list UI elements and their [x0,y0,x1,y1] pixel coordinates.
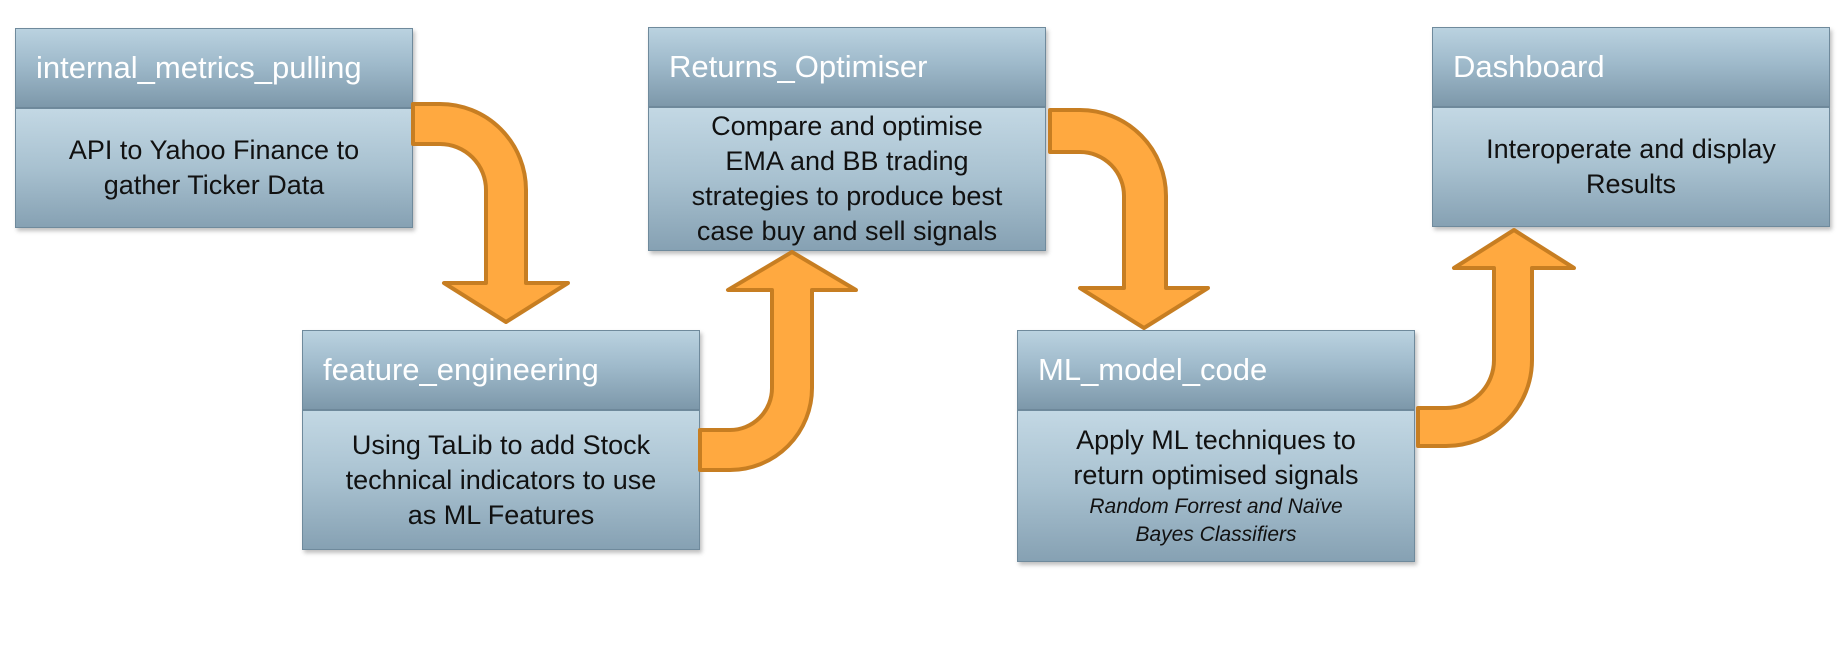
description-line: Using TaLib to add Stock [351,429,651,460]
node-internal-metrics-pulling: internal_metrics_pulling API to Yahoo Fi… [15,28,413,228]
node-description: Compare and optimise EMA and BB trading … [648,107,1046,251]
arrow-feature-to-returns [698,250,858,472]
description-line: as ML Features [407,499,595,530]
description-note: Bayes Classifiers [1135,523,1297,546]
description-line: Interoperate and display [1486,134,1776,164]
node-title: internal_metrics_pulling [15,28,413,108]
description-line: case buy and sell signals [696,216,998,246]
description-line: Results [1585,169,1677,199]
node-ml-model-code: ML_model_code Apply ML techniques to ret… [1017,330,1415,562]
node-returns-optimiser: Returns_Optimiser Compare and optimise E… [648,27,1046,251]
node-title: Returns_Optimiser [648,27,1046,107]
node-feature-engineering: feature_engineering Using TaLib to add S… [302,330,700,550]
node-description: Apply ML techniques to return optimised … [1017,410,1415,562]
arrow-ml-to-dashboard [1416,228,1576,448]
description-line: gather Ticker Data [103,170,325,200]
description-line: EMA and BB trading [725,146,969,176]
arrow-internal-to-feature [411,102,570,324]
description-line: technical indicators to use [345,464,657,495]
description-note: Random Forrest and Naïve [1089,495,1343,518]
node-dashboard: Dashboard Interoperate and display Resul… [1432,27,1830,227]
node-title: feature_engineering [302,330,700,410]
node-title: Dashboard [1432,27,1830,107]
description-line: strategies to produce best [691,181,1003,211]
description-line: Apply ML techniques to [1076,425,1356,455]
arrow-returns-to-ml [1048,108,1210,330]
node-title: ML_model_code [1017,330,1415,410]
description-line: API to Yahoo Finance to [68,135,360,165]
node-description: Using TaLib to add Stock technical indic… [302,410,700,550]
node-description: Interoperate and display Results [1432,107,1830,227]
node-description: API to Yahoo Finance to gather Ticker Da… [15,108,413,228]
description-line: Compare and optimise [711,111,983,141]
description-line: return optimised signals [1073,460,1359,490]
